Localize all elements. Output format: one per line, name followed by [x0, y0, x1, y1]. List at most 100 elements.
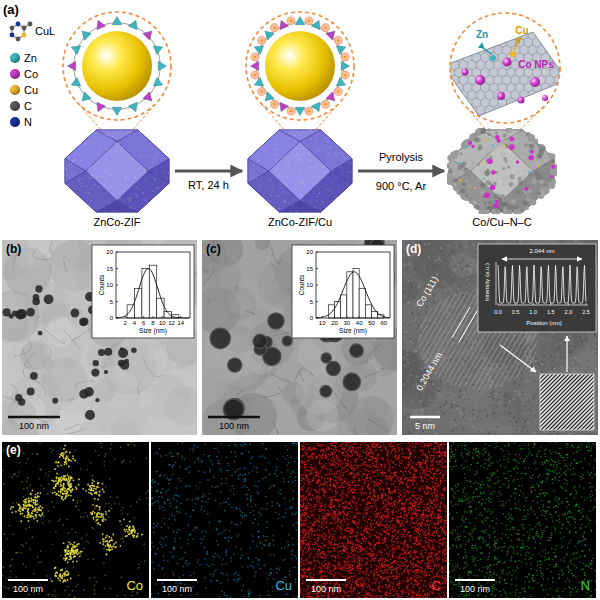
illustration-part	[493, 412, 495, 414]
illustration-part	[563, 431, 565, 433]
illustration-part	[551, 334, 553, 336]
illustration-part	[462, 294, 464, 296]
illustration-part	[501, 401, 503, 403]
illustration-part	[452, 256, 454, 258]
illustration-part	[432, 432, 434, 434]
illustration-part	[557, 353, 559, 355]
illustration-part	[499, 365, 501, 367]
illustration-part	[408, 268, 410, 270]
illustration-part	[326, 31, 335, 40]
illustration-part	[538, 240, 540, 242]
illustration-part	[28, 22, 33, 27]
illustration-part	[15, 309, 25, 319]
illustration-part	[112, 107, 122, 115]
illustration-part	[411, 263, 413, 265]
illustration-part	[273, 26, 276, 29]
illustration-part	[413, 418, 415, 420]
illustration-part	[451, 244, 453, 246]
illustration-part	[449, 390, 451, 392]
illustration-part	[515, 337, 517, 339]
illustration-part	[585, 333, 587, 335]
illustration-part	[527, 421, 529, 423]
illustration-part	[494, 432, 496, 434]
illustration-part	[572, 337, 574, 339]
illustration-part	[463, 292, 465, 294]
illustration-part	[32, 248, 52, 259]
illustration-part	[569, 365, 571, 367]
illustration-part	[343, 373, 360, 390]
illustration-part	[332, 390, 347, 410]
illustration-part	[50, 242, 53, 253]
illustration-part	[448, 370, 450, 372]
illustration-part	[270, 373, 290, 382]
illustration-part	[554, 357, 556, 359]
illustration-part	[461, 384, 463, 386]
illustration-part	[403, 357, 405, 359]
illustration-part	[255, 240, 270, 250]
illustration-part	[412, 279, 414, 281]
illustration-part	[35, 285, 42, 292]
illustration-part	[596, 348, 598, 350]
illustration-part	[466, 271, 468, 273]
illustration-part	[324, 103, 327, 106]
illustration-part	[517, 413, 527, 428]
illustration-part	[514, 381, 516, 383]
illustration-part	[153, 77, 162, 86]
illustration-part	[365, 368, 385, 376]
illustration-part	[421, 410, 423, 412]
zoom-circle	[450, 13, 560, 123]
illustration-part	[518, 97, 525, 104]
illustration-part	[403, 348, 405, 350]
illustration-part	[452, 408, 454, 410]
illustration-part	[585, 343, 587, 345]
zoom-leader	[509, 107, 544, 140]
illustration-part	[419, 403, 421, 405]
illustration-part	[498, 402, 500, 404]
illustration-part	[505, 354, 507, 356]
illustration-part	[560, 342, 562, 344]
illustration-part	[596, 291, 598, 293]
illustration-part	[468, 284, 470, 286]
illustration-part	[128, 20, 137, 29]
illustration-part	[448, 394, 450, 396]
illustration-part	[442, 281, 444, 283]
illustration-part	[428, 243, 430, 245]
illustration-part	[344, 56, 347, 59]
illustration-part	[574, 360, 576, 362]
illustration-part	[565, 367, 567, 369]
illustration-part	[529, 349, 531, 351]
illustration-part	[529, 400, 531, 402]
illustration-part	[350, 344, 364, 358]
illustration-part	[462, 422, 464, 424]
illustration-part	[439, 307, 441, 309]
illustration-part	[534, 375, 536, 377]
illustration-part	[97, 20, 106, 29]
illustration-part	[271, 247, 281, 263]
illustration-part	[84, 387, 94, 397]
illustration-part	[442, 432, 444, 434]
illustration-part	[596, 429, 598, 431]
illustration-part	[228, 358, 242, 372]
illustration-part	[265, 92, 274, 101]
illustration-part	[445, 401, 447, 403]
illustration-part	[511, 380, 513, 382]
illustration-part	[308, 110, 311, 113]
illustration-part	[536, 353, 538, 355]
illustration-part	[412, 385, 414, 387]
illustration-part	[465, 333, 467, 335]
illustration-part	[414, 319, 416, 321]
illustration-part	[407, 380, 409, 382]
illustration-part	[416, 433, 418, 435]
illustration-part	[415, 350, 417, 352]
illustration-part	[543, 354, 545, 356]
illustration-part	[589, 433, 591, 435]
illustration-part	[404, 416, 406, 418]
illustration-part	[499, 392, 501, 394]
illustration-part	[403, 384, 405, 386]
illustration-part	[460, 416, 462, 418]
illustration-part	[569, 336, 571, 338]
illustration-part	[518, 431, 520, 433]
illustration-part	[452, 256, 454, 258]
illustration-part	[437, 286, 439, 288]
